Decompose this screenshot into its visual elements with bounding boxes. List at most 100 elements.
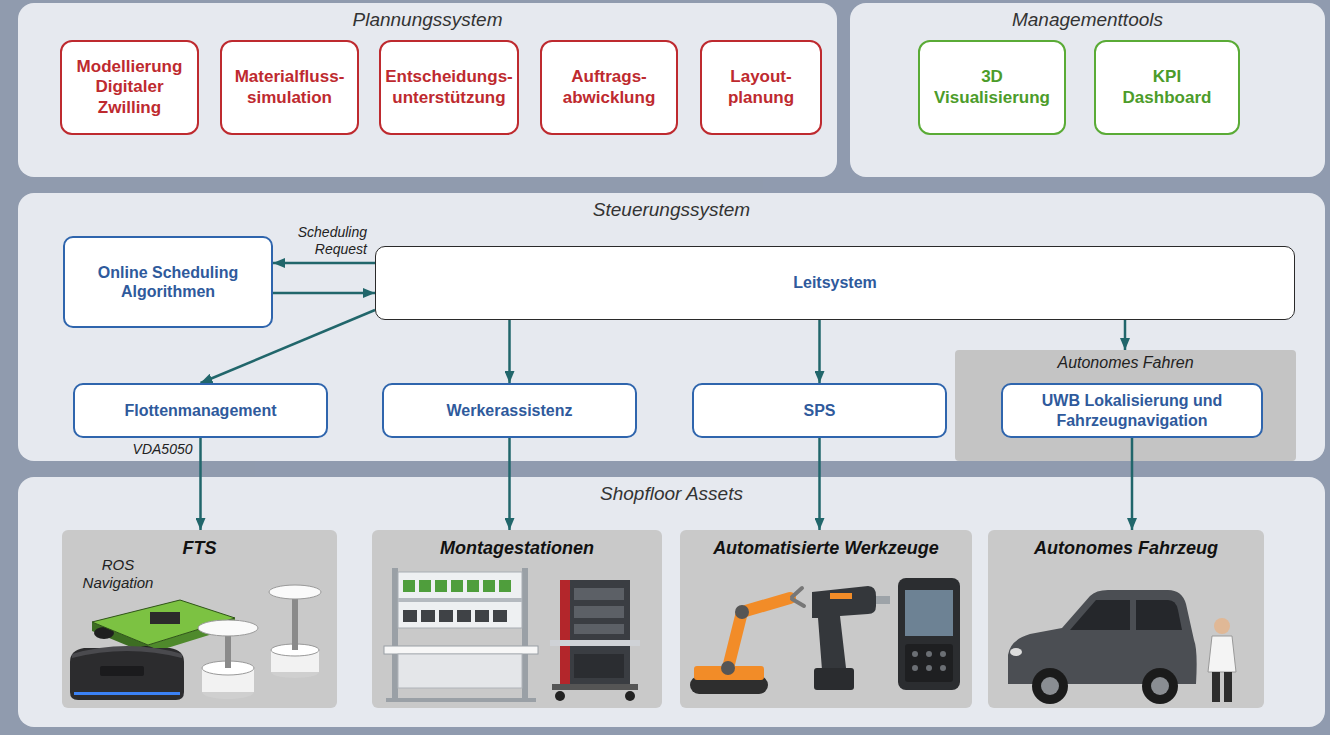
assembly-cart xyxy=(550,580,640,701)
asset-panel: Montagestationen xyxy=(372,530,662,708)
management-box: KPI Dashboard xyxy=(1094,40,1240,135)
person-part xyxy=(1208,636,1236,672)
assembly-workbench xyxy=(384,568,538,702)
agv-dark-part xyxy=(74,692,180,695)
box-label: Entscheidungs- unterstützung xyxy=(384,67,514,108)
annotation-label: ROS Navigation xyxy=(78,556,158,592)
robot-arm-part xyxy=(721,661,735,675)
system-panel: Shopfloor AssetsFTS Montagestationen Autom… xyxy=(18,477,1325,727)
assembly-cart-part xyxy=(574,654,624,678)
panel-title: Plannungssystem xyxy=(18,9,837,31)
assembly-cart-part xyxy=(552,684,638,690)
assembly-workbench-part xyxy=(419,580,431,592)
flow-arrow xyxy=(1124,320,1127,350)
control-box: Online Scheduling Algorithmen xyxy=(63,236,273,328)
asset-title: FTS xyxy=(62,538,337,559)
planning-box: Auftrags- abwicklung xyxy=(540,40,678,135)
electric-car-part xyxy=(1008,590,1197,684)
box-label: SPS xyxy=(803,401,835,420)
flow-arrow xyxy=(818,320,821,383)
handheld-terminal-part xyxy=(926,665,932,671)
handheld-terminal-part xyxy=(898,578,960,690)
planning-box: Layout- planung xyxy=(700,40,822,135)
flow-arrow xyxy=(1131,438,1134,530)
assembly-workbench-part xyxy=(439,610,453,622)
asset-panel-ground xyxy=(62,530,337,708)
assembly-cart-part xyxy=(574,606,624,618)
flow-arrow xyxy=(508,320,511,383)
group-region: Autonomes FahrenUWB Lokalisierung und Fa… xyxy=(955,350,1296,461)
system-panel: PlannungssystemModellierung Digitaler Zw… xyxy=(18,3,837,177)
control-box: UWB Lokalisierung und Fahrzeugnavigation xyxy=(1001,383,1263,438)
assembly-workbench-part xyxy=(493,610,507,622)
box-label: Leitsystem xyxy=(793,273,877,292)
asset-title: Autonomes Fahrzeug xyxy=(988,538,1264,559)
agv-round-b-part xyxy=(292,594,298,650)
handheld-terminal xyxy=(898,578,960,690)
panel-grounds xyxy=(18,3,1325,727)
asset-title: Automatisierte Werkzeuge xyxy=(680,538,972,559)
box-label: Layout- planung xyxy=(705,67,817,108)
agv-round-a-part xyxy=(198,620,258,636)
asset-panel: Autonomes Fahrzeug xyxy=(988,530,1264,708)
assembly-workbench-part xyxy=(421,610,435,622)
asset-title: Montagestationen xyxy=(372,538,662,559)
assembly-workbench-part xyxy=(398,598,522,602)
handheld-terminal-part xyxy=(912,651,918,657)
planning-box: Modellierung Digitaler Zwilling xyxy=(60,40,199,135)
agv-dark-part xyxy=(100,666,144,676)
assembly-workbench-part xyxy=(398,654,522,688)
panel-title: Shopfloor Assets xyxy=(18,483,1325,505)
electric-screwdriver xyxy=(812,586,890,690)
assembly-cart-part xyxy=(574,624,624,634)
system-panel-ground xyxy=(18,477,1325,727)
system-panel-ground xyxy=(18,193,1325,461)
assembly-cart-part xyxy=(625,691,635,701)
electric-car-part xyxy=(1151,677,1169,695)
electric-car-part xyxy=(1041,677,1059,695)
electric-car-part xyxy=(1010,648,1022,656)
assembly-workbench-part xyxy=(384,646,538,654)
handheld-terminal-part xyxy=(940,651,946,657)
agv-dark-part xyxy=(70,648,184,700)
panel-title: Steuerungssystem xyxy=(18,199,1325,221)
flow-arrow xyxy=(818,438,821,530)
assembly-workbench-part xyxy=(467,580,479,592)
electric-screwdriver-part xyxy=(812,586,876,670)
group-region-ground xyxy=(955,350,1296,461)
electric-screwdriver-part xyxy=(814,668,854,690)
robot-arm xyxy=(690,588,804,694)
asset-panel-ground xyxy=(680,530,972,708)
assembly-cart-part xyxy=(560,580,630,684)
handheld-terminal-part xyxy=(912,665,918,671)
asset-panel: Automatisierte Werkzeuge xyxy=(680,530,972,708)
assembly-cart-part xyxy=(555,691,565,701)
assembly-workbench-part xyxy=(386,698,536,702)
control-box: Flottenmanagement xyxy=(73,383,328,438)
connector-label: Scheduling Request xyxy=(277,224,367,258)
flow-arrow xyxy=(199,438,202,530)
robot-arm-part xyxy=(735,605,749,619)
box-label: Auftrags- abwicklung xyxy=(545,67,673,108)
electric-car-part xyxy=(1032,668,1068,704)
handheld-terminal-part xyxy=(926,651,932,657)
electric-screwdriver-part xyxy=(830,593,852,599)
planning-box: Entscheidungs- unterstützung xyxy=(379,40,519,135)
system-panel-ground xyxy=(850,3,1325,177)
agv-green-part xyxy=(150,612,180,624)
system-panel: SteuerungssystemOnline Scheduling Algori… xyxy=(18,193,1325,461)
asset-panel-ground xyxy=(372,530,662,708)
flow-arrow xyxy=(273,292,375,295)
robot-arm-part xyxy=(728,598,790,668)
assembly-cart-part xyxy=(574,588,624,600)
control-system-bar: Leitsystem xyxy=(375,246,1295,320)
planning-box: Materialfluss- simulation xyxy=(220,40,359,135)
assembly-workbench-part xyxy=(398,572,522,628)
flow-arrow xyxy=(273,262,375,265)
person xyxy=(1208,618,1236,702)
electric-car-part xyxy=(1136,600,1182,630)
